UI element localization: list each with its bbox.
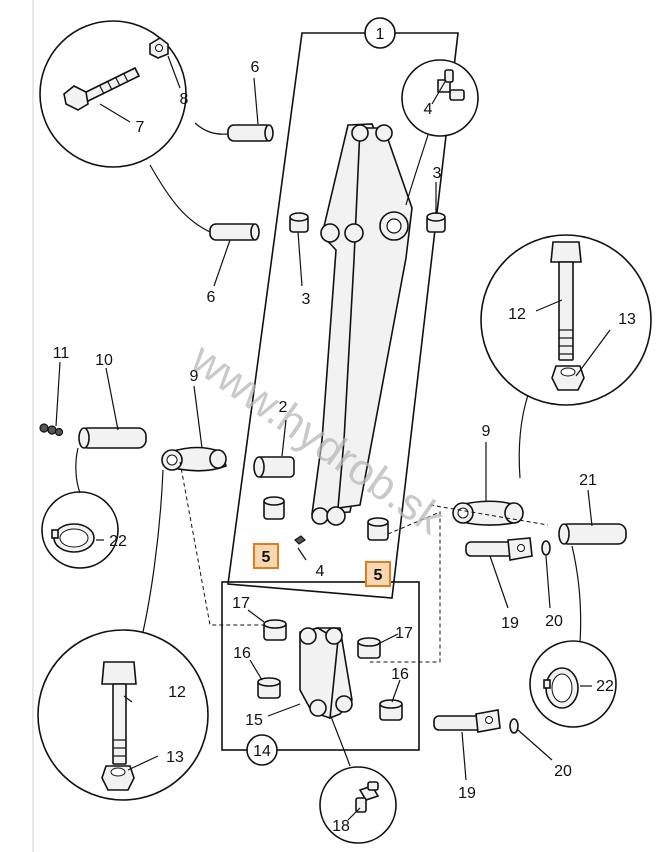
dashed-line-right-pin [429, 504, 549, 526]
linkage-assembly-frame [221, 581, 420, 751]
connector-ring-22-right [571, 545, 582, 643]
bushing-2 [253, 456, 295, 478]
label-part-22-left: 22 [109, 533, 127, 550]
detail-circle-bolt-12-right [480, 234, 652, 406]
label-part-16-right: 16 [391, 666, 409, 683]
connector-ring-22-left [75, 447, 81, 494]
bushing-3-right [426, 212, 446, 233]
pin-6-lower [209, 223, 260, 241]
linkage-15 [299, 627, 353, 720]
label-part-3-right: 3 [433, 165, 442, 182]
label-part-13-left: 13 [166, 749, 184, 766]
pin-10 [78, 427, 147, 449]
label-part-17-right: 17 [395, 625, 413, 642]
label-part-12-left: 12 [168, 684, 186, 701]
detail-circle-ring-22-right [529, 640, 617, 728]
label-part-4-lower: 4 [316, 563, 325, 580]
link-9-right [452, 500, 524, 526]
label-part-2: 2 [279, 399, 288, 416]
detail-circle-grease-nipple-18 [319, 766, 397, 844]
label-part-18: 18 [332, 818, 350, 835]
connector-bolt-12-right [518, 394, 529, 479]
label-part-16-left: 16 [233, 645, 251, 662]
connector-grease-18 [329, 713, 351, 767]
detail-circle-grease-nipple-4 [401, 59, 479, 137]
label-part-15: 15 [245, 712, 263, 729]
link-9-left [161, 446, 227, 472]
grease-nipple-4-small [294, 535, 306, 545]
detail-circle-ring-22-left [41, 491, 119, 569]
bushing-5-right [367, 517, 389, 541]
highlight-box-5-left [253, 543, 279, 569]
label-part-6-lower: 6 [207, 289, 216, 306]
label-part-19-upper: 19 [501, 615, 519, 632]
connector-bolt-7 [194, 122, 229, 135]
bushing-16-left [257, 677, 281, 699]
bushing-17-right [357, 637, 381, 659]
label-part-4-upper: 4 [424, 101, 433, 118]
label-part-19-lower: 19 [458, 785, 476, 802]
label-part-22-right: 22 [596, 678, 614, 695]
bushing-3-left [289, 212, 309, 233]
bushing-17-left [263, 619, 287, 641]
label-part-20-upper: 20 [545, 613, 563, 630]
label-part-12-right: 12 [508, 306, 526, 323]
dashed-line-right [370, 511, 441, 663]
pin-6-upper [227, 124, 274, 142]
group-callout-1 [364, 17, 396, 49]
leader-lines [55, 55, 611, 821]
label-part-8: 8 [180, 91, 189, 108]
connector-grease-4 [405, 134, 429, 206]
label-part-20-lower: 20 [554, 763, 572, 780]
connector-bolt-7-lower [149, 164, 211, 233]
label-part-17-left: 17 [232, 595, 250, 612]
label-part-5-left: 5 [262, 549, 271, 566]
washer-20-upper [541, 540, 551, 556]
detail-circle-bolt-7 [39, 20, 187, 168]
label-part-7: 7 [136, 119, 145, 136]
main-assembly-frame [227, 32, 459, 599]
pin-19-lower [433, 709, 501, 733]
pin-19-upper [465, 537, 533, 561]
label-part-5-right: 5 [374, 567, 383, 584]
group-callout-14 [246, 734, 278, 766]
group-callout-1-text: 1 [376, 26, 385, 43]
label-part-13-right: 13 [618, 311, 636, 328]
bushing-5-left [263, 496, 285, 520]
label-part-9-right: 9 [482, 423, 491, 440]
connector-bolt-12-left [142, 469, 164, 633]
label-part-11: 11 [53, 345, 70, 362]
bushing-16-right [379, 699, 403, 721]
grease-fitting-11 [39, 423, 64, 437]
main-arm [311, 123, 413, 526]
washer-20-lower [509, 718, 519, 734]
label-part-3-left: 3 [302, 291, 311, 308]
pin-21 [558, 523, 627, 545]
detail-circle-bolt-12-left [37, 629, 209, 801]
label-part-10: 10 [95, 352, 113, 369]
label-part-6-upper: 6 [251, 59, 260, 76]
label-part-9-left: 9 [190, 368, 199, 385]
label-part-21: 21 [579, 472, 597, 489]
group-callout-14-text: 14 [253, 743, 271, 760]
highlight-box-5-right [365, 561, 391, 587]
